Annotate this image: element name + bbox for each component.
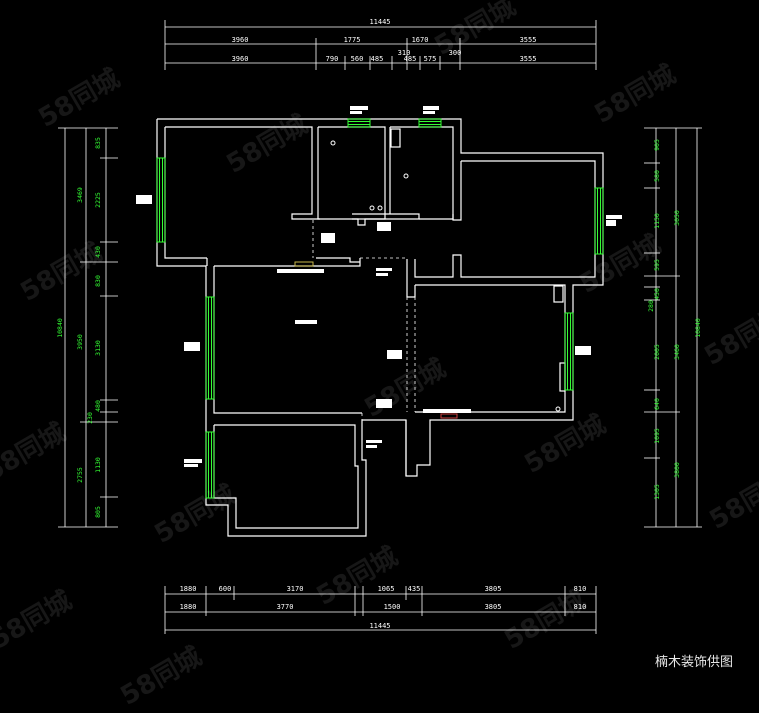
right-dim: 3050 bbox=[673, 210, 681, 226]
window bbox=[594, 187, 604, 255]
left-dim: 3469 bbox=[76, 187, 84, 203]
room-label bbox=[350, 106, 368, 110]
room-label bbox=[575, 346, 591, 355]
fixtures bbox=[330, 140, 561, 412]
window bbox=[205, 431, 215, 499]
left-dim: 805 bbox=[94, 506, 102, 518]
room-label bbox=[606, 215, 622, 219]
bottom-dim: 3805 bbox=[485, 603, 502, 611]
bottom-total-dim: 11445 bbox=[369, 622, 390, 630]
bottom-dim: 1500 bbox=[384, 603, 401, 611]
right-dim: 3800 bbox=[673, 462, 681, 478]
top-dimension-lines bbox=[164, 20, 597, 70]
left-dim: 2225 bbox=[94, 192, 102, 208]
top-dim: 1775 bbox=[344, 36, 361, 44]
right-dim: 3460 bbox=[673, 344, 681, 360]
bottom-dimension-lines bbox=[164, 586, 597, 634]
threshold-mark bbox=[294, 261, 314, 267]
left-total-dim: 10840 bbox=[56, 318, 64, 338]
right-dim: 450 bbox=[653, 288, 661, 300]
top-dim: 485 bbox=[371, 55, 384, 63]
room-label bbox=[377, 222, 391, 231]
room-label bbox=[423, 106, 439, 110]
dashed-dividers bbox=[312, 220, 416, 421]
left-dim: 1130 bbox=[94, 457, 102, 473]
left-dim: 835 bbox=[94, 137, 102, 149]
windows bbox=[156, 118, 604, 499]
right-dim: 1305 bbox=[653, 484, 661, 500]
bottom-dim: 600 bbox=[219, 585, 232, 593]
right-dim: 595 bbox=[653, 259, 661, 271]
window bbox=[347, 118, 371, 128]
bottom-dim: 3805 bbox=[485, 585, 502, 593]
bottom-dim: 1065 bbox=[378, 585, 395, 593]
left-dim: 230 bbox=[86, 412, 94, 424]
room-label bbox=[423, 409, 471, 413]
left-dim: 3130 bbox=[94, 340, 102, 356]
floor-plan: 11445 3960 1775 1670 3555 310 300 3960 7… bbox=[56, 18, 702, 634]
room-label bbox=[184, 459, 202, 463]
right-dim: 640 bbox=[653, 398, 661, 410]
bottom-dimension-labels: 1880 600 3170 1065 435 3805 810 1880 377… bbox=[180, 585, 587, 630]
right-dimension-lines bbox=[644, 127, 702, 528]
top-dim: 3555 bbox=[520, 55, 537, 63]
right-dimension-labels: 905 580 1150 595 450 280 2005 640 1095 1… bbox=[647, 139, 702, 500]
bottom-dim: 3170 bbox=[287, 585, 304, 593]
window bbox=[205, 296, 215, 400]
top-dim: 1670 bbox=[412, 36, 429, 44]
left-dimension-labels: 10840 3469 3950 2755 835 2225 430 830 31… bbox=[56, 137, 102, 518]
left-dim: 2755 bbox=[76, 467, 84, 483]
room-label bbox=[184, 342, 200, 351]
top-dimension-labels: 11445 3960 1775 1670 3555 310 300 3960 7… bbox=[232, 18, 537, 63]
left-dim: 830 bbox=[94, 275, 102, 287]
image-caption: 楠木装饰供图 bbox=[654, 655, 733, 670]
top-dim: 300 bbox=[449, 49, 462, 57]
bottom-dim: 810 bbox=[574, 585, 587, 593]
bottom-dim: 1880 bbox=[180, 603, 197, 611]
bottom-dim: 435 bbox=[408, 585, 421, 593]
right-dim: 1150 bbox=[653, 213, 661, 229]
right-dim: 1095 bbox=[653, 428, 661, 444]
top-dim: 3555 bbox=[520, 36, 537, 44]
room-label bbox=[321, 233, 335, 243]
left-dim: 3950 bbox=[76, 334, 84, 350]
threshold-mark bbox=[440, 413, 458, 419]
left-dim: 430 bbox=[94, 246, 102, 258]
top-dim: 3960 bbox=[232, 55, 249, 63]
room-label bbox=[376, 399, 392, 408]
top-dim: 310 bbox=[398, 49, 411, 57]
left-dim: 480 bbox=[94, 400, 102, 412]
window bbox=[156, 157, 166, 243]
room-label bbox=[136, 195, 152, 204]
room-label bbox=[295, 320, 317, 324]
top-dim: 575 bbox=[424, 55, 437, 63]
bottom-dim: 3770 bbox=[277, 603, 294, 611]
window bbox=[418, 118, 442, 128]
right-total-dim: 10840 bbox=[694, 318, 702, 338]
top-dim: 3960 bbox=[232, 36, 249, 44]
bottom-dim: 810 bbox=[574, 603, 587, 611]
walls bbox=[156, 118, 604, 537]
top-total-dim: 11445 bbox=[369, 18, 390, 26]
top-dim: 485 bbox=[404, 55, 417, 63]
right-dim: 580 bbox=[653, 170, 661, 182]
bottom-dim: 1880 bbox=[180, 585, 197, 593]
room-label bbox=[277, 269, 324, 273]
left-dimension-lines bbox=[58, 127, 118, 528]
right-dim: 280 bbox=[647, 300, 655, 312]
top-dim: 790 bbox=[326, 55, 339, 63]
room-label-blocks bbox=[136, 106, 622, 467]
right-dim: 905 bbox=[653, 139, 661, 151]
room-label bbox=[376, 268, 392, 271]
room-label bbox=[387, 350, 402, 359]
right-dim: 2005 bbox=[653, 344, 661, 360]
window bbox=[564, 312, 574, 391]
room-label bbox=[366, 440, 382, 443]
top-dim: 560 bbox=[351, 55, 364, 63]
